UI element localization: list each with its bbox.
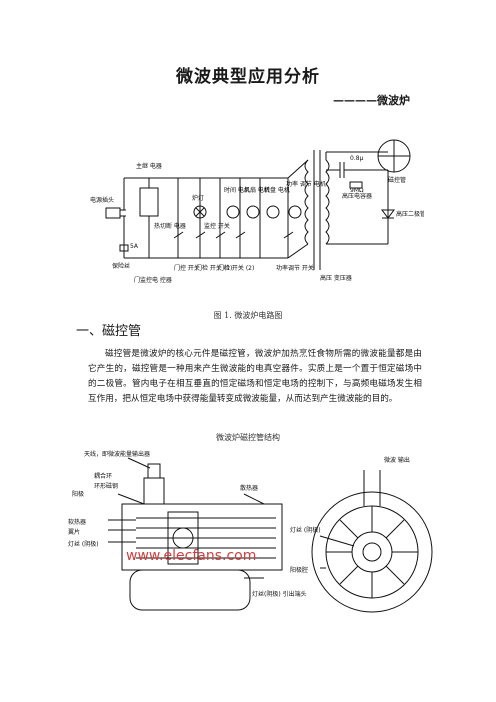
label-power-regulator: 功率调节 开关 — [276, 264, 314, 272]
label-turntable-motor: 转盘 电机 — [264, 186, 290, 194]
label-monitor-switch: 监控 开关 — [204, 222, 230, 230]
label-filament-cathode: 灯丝 (阴极) — [68, 540, 99, 548]
label-hv-transformer: 高压 变压器 — [320, 274, 352, 282]
label-anode: 阳极 — [72, 490, 84, 498]
label-filament-lead: 灯丝(阴极) 引出端头 — [252, 590, 307, 598]
label-fuse-name: 保险丝 — [112, 262, 130, 270]
label-heat-sink: 散热器 — [240, 484, 258, 492]
label-hv-capacitor: 高压电容器 — [342, 192, 372, 200]
label-fuse: 5A — [130, 243, 139, 250]
document-subtitle: ————微波炉 — [333, 94, 410, 107]
label-power-plug: 电源插头 — [90, 196, 114, 204]
label-lamp: 炉灯 — [192, 194, 204, 202]
label-filament-right: 灯丝 (阴极) — [290, 526, 321, 534]
label-capacitor-value: 0.8μ — [350, 155, 364, 162]
label-hv-diode: 高压二极管 — [396, 210, 424, 218]
magnetron-diagram: 天线，即微波能量输出器 耦合环 环形磁钢 阳极 散热器 软热器 翼片 灯丝 (阴… — [68, 450, 433, 613]
label-soft-iron: 软热器 — [68, 518, 86, 526]
label-ring-magnet: 环形磁钢 — [94, 482, 118, 490]
watermark-text: www.elecfans.com — [126, 548, 256, 564]
label-main-relay: 主继 电器 — [136, 162, 162, 170]
label-antenna: 天线，即微波能量输出器 — [84, 450, 150, 458]
section-heading: 一、磁控管 — [76, 324, 142, 339]
label-microwave-output: 微波 输出 — [384, 456, 410, 464]
figure1-caption: 图 1. 微波炉电路图 — [213, 311, 283, 320]
label-door-switch2: 门检 开关 (1) — [196, 264, 232, 272]
label-relay-bottom: 门监控电 控器 — [134, 276, 172, 284]
label-coupling-ring: 耦合环 — [94, 472, 112, 480]
document-title: 微波典型应用分析 — [176, 67, 320, 87]
label-anode-cavity: 阳极腔 — [290, 566, 308, 574]
label-magnetron: 磁控管 — [388, 176, 406, 184]
label-door-switch3: 门检 开关 (2) — [218, 264, 254, 272]
label-bimetal: 热切断 电器 — [154, 222, 186, 230]
label-power-motor: 功率 调节 电机 — [286, 180, 326, 188]
section-paragraph: 磁控管是微波炉的核心元件是磁控管，微波炉加热烹饪食物所需的微波能量都是由它产生的… — [88, 349, 422, 404]
label-door-switch1: 门控 开关 — [174, 264, 200, 272]
figure2-caption: 微波炉磁控管结构 — [216, 433, 280, 442]
circuit-diagram: 电源插头 5A 保险丝 主继 电器 炉灯 时间 电机 风扇 电机 转盘 电机 功… — [90, 139, 424, 284]
label-fan-motor: 风扇 电机 — [244, 186, 270, 194]
label-timer-motor: 时间 电机 — [224, 186, 250, 194]
label-resistor-value: 9MΩ — [350, 187, 364, 194]
label-vane: 翼片 — [68, 528, 80, 536]
